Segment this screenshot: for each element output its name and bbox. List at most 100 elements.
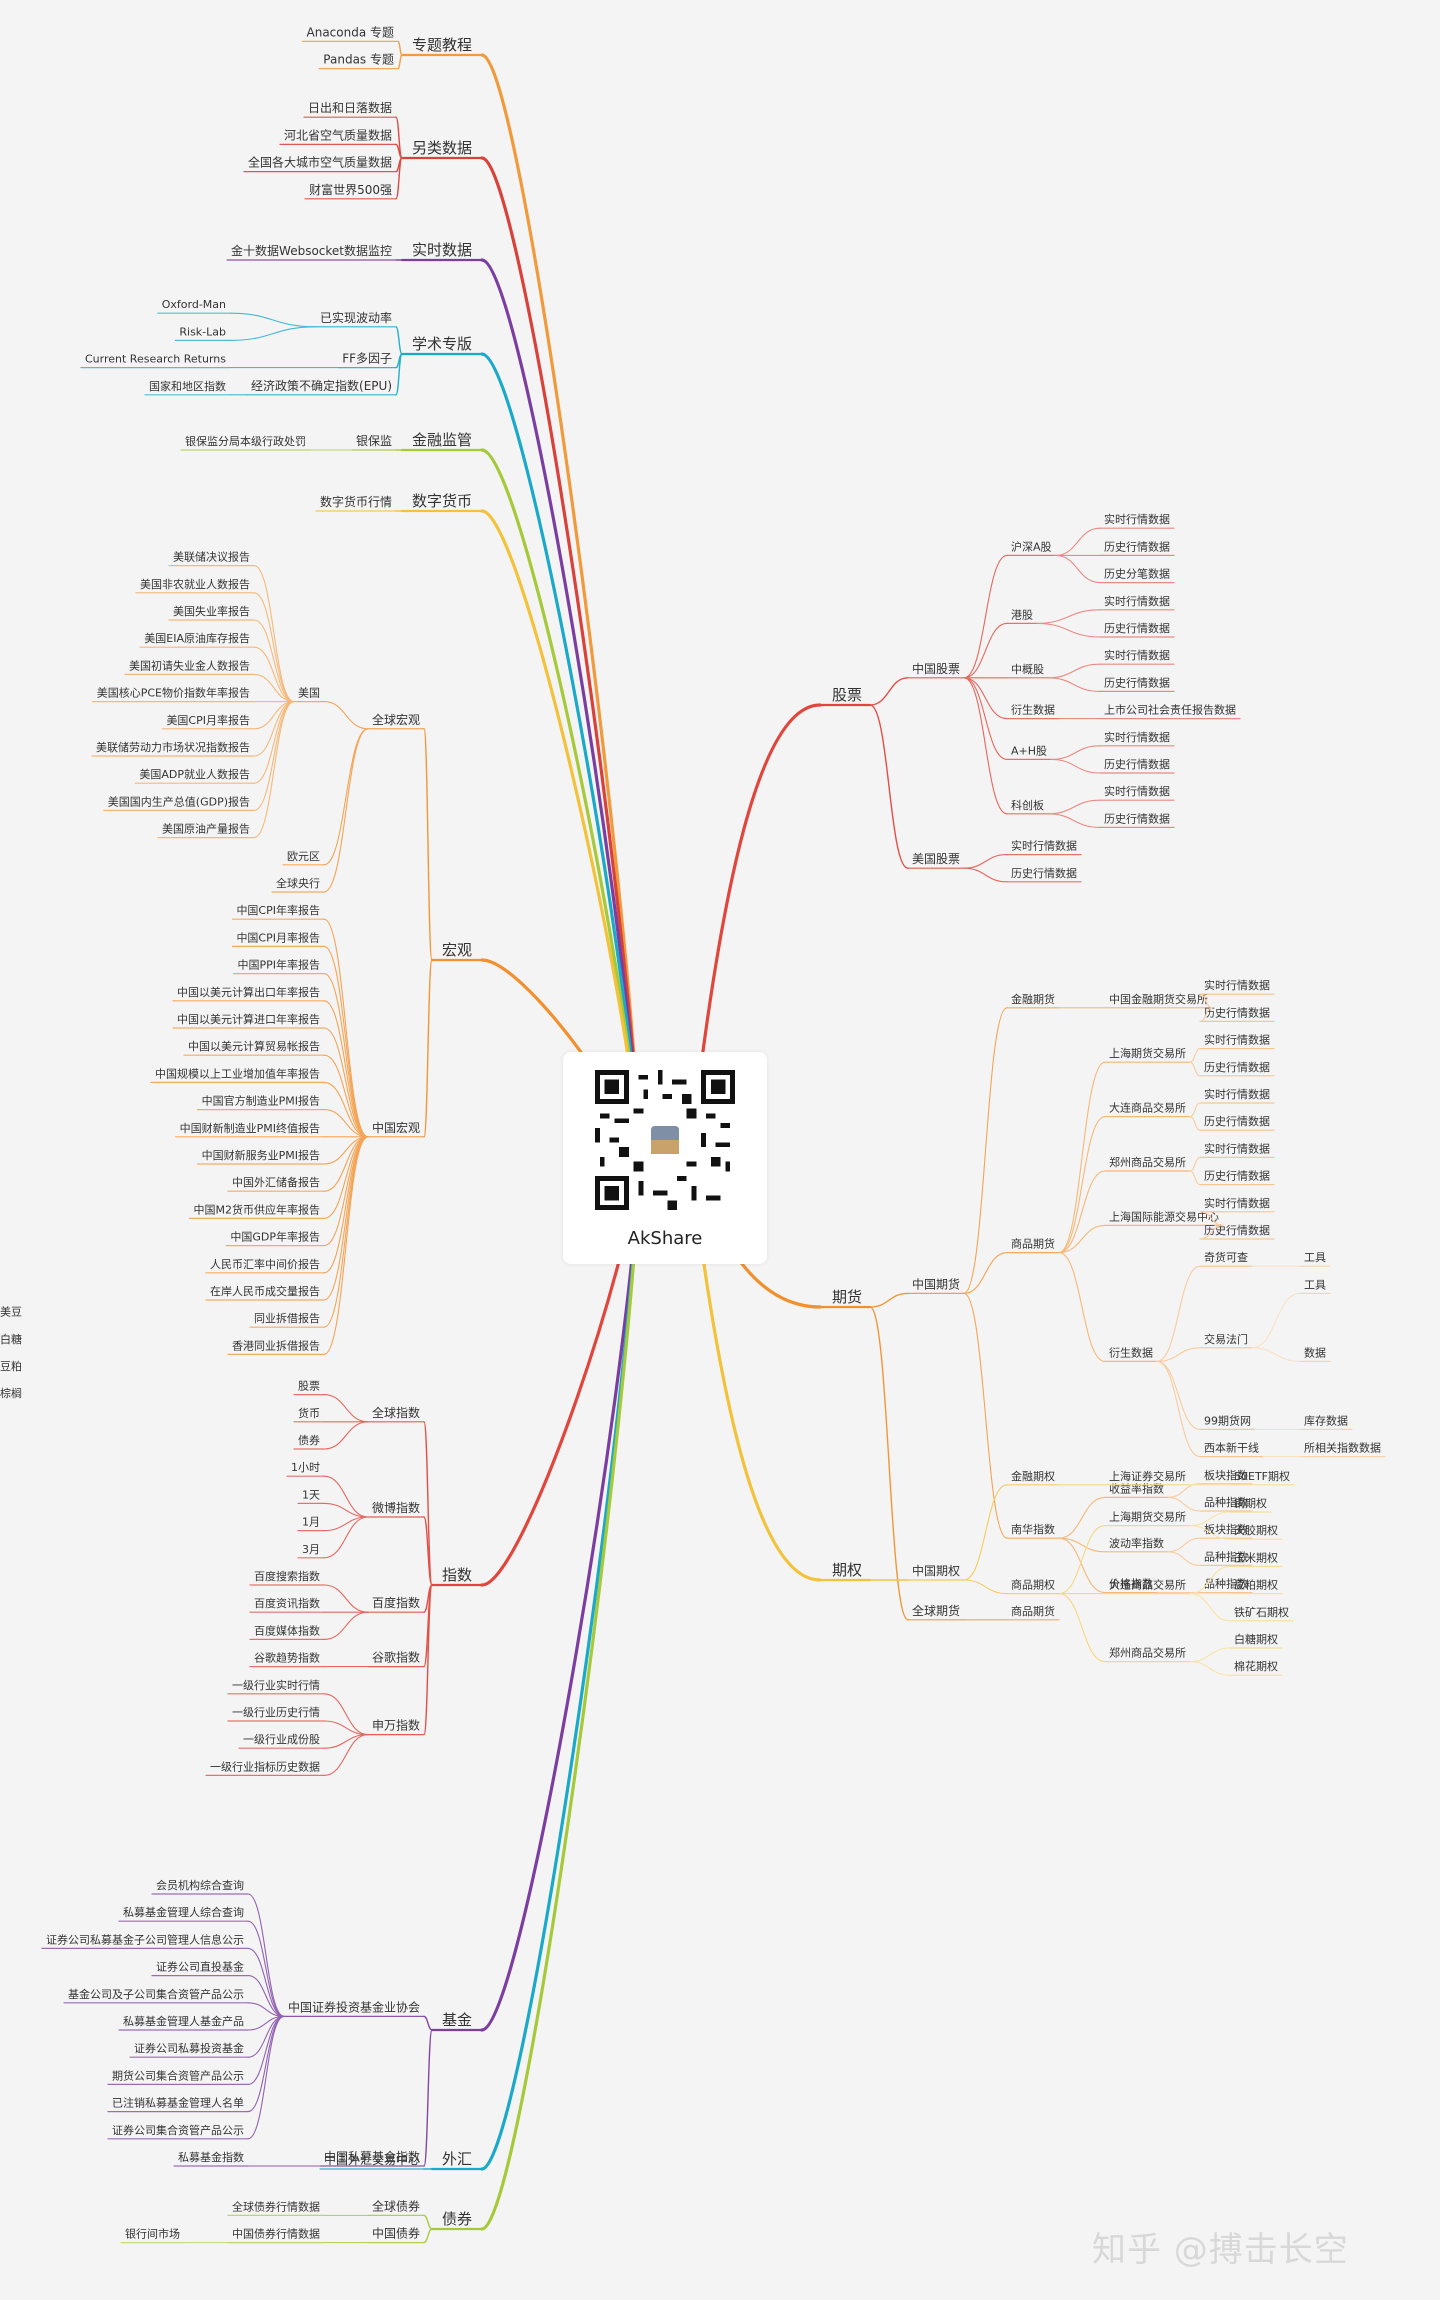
node-Oxford-Man[interactable]: Oxford-Man [162, 298, 226, 311]
node-日出和日落数据[interactable]: 日出和日落数据 [308, 100, 392, 115]
node-全球央行[interactable]: 全球央行 [276, 876, 320, 890]
node-美国[interactable]: 美国 [298, 687, 320, 700]
node-实时行情数据[interactable]: 实时行情数据 [1104, 730, 1170, 744]
node-商品期权[interactable]: 商品期权 [1011, 1578, 1055, 1592]
node-中国PPI年率报告[interactable]: 中国PPI年率报告 [237, 958, 320, 972]
node-美国CPI月率报告[interactable]: 美国CPI月率报告 [166, 713, 250, 727]
node-99期货网[interactable]: 99期货网 [1204, 1413, 1251, 1427]
node-大连商品交易所[interactable]: 大连商品交易所 [1109, 1101, 1186, 1115]
branch-专题教程[interactable]: 专题教程 [412, 36, 472, 54]
node-已注销私募基金管理人名单[interactable]: 已注销私募基金管理人名单 [112, 2096, 244, 2110]
node-中国以美元计算贸易帐报告[interactable]: 中国以美元计算贸易帐报告 [188, 1039, 320, 1053]
node-证券公司直投基金[interactable]: 证券公司直投基金 [156, 1960, 244, 1974]
node-美国失业率报告[interactable]: 美国失业率报告 [173, 604, 250, 618]
node-豆粕期权[interactable]: 豆粕期权 [1234, 1578, 1278, 1592]
node-科创板[interactable]: 科创板 [1011, 798, 1044, 812]
node-基金公司及子公司集合资管产品公示[interactable]: 基金公司及子公司集合资管产品公示 [68, 1987, 244, 2001]
node-中国期权[interactable]: 中国期权 [912, 1563, 960, 1578]
node-3月[interactable]: 3月 [302, 1543, 320, 1556]
node-美豆[interactable]: 美豆 [0, 1306, 22, 1319]
node-实时行情数据[interactable]: 实时行情数据 [1011, 839, 1077, 853]
node-在岸人民币成交量报告[interactable]: 在岸人民币成交量报告 [210, 1284, 320, 1298]
node-1小时[interactable]: 1小时 [291, 1461, 320, 1474]
node-谷歌趋势指数[interactable]: 谷歌趋势指数 [254, 1651, 320, 1665]
node-会员机构综合查询[interactable]: 会员机构综合查询 [156, 1878, 244, 1892]
node-上市公司社会责任报告数据[interactable]: 上市公司社会责任报告数据 [1104, 703, 1236, 717]
node-美国非农就业人数报告[interactable]: 美国非农就业人数报告 [140, 577, 250, 591]
node-交易法门[interactable]: 交易法门 [1204, 1332, 1248, 1346]
node-美联储劳动力市场状况指数报告[interactable]: 美联储劳动力市场状况指数报告 [96, 740, 250, 754]
node-历史行情数据[interactable]: 历史行情数据 [1104, 757, 1170, 771]
node-百度媒体指数[interactable]: 百度媒体指数 [254, 1623, 320, 1637]
node-白糖[interactable]: 白糖 [0, 1332, 22, 1346]
node-工具[interactable]: 工具 [1304, 1278, 1326, 1291]
node-中国M2货币供应年率报告[interactable]: 中国M2货币供应年率报告 [194, 1202, 321, 1216]
node-全球债券[interactable]: 全球债券 [372, 2198, 420, 2213]
node-白糖期权[interactable]: 白糖期权 [1234, 1632, 1278, 1646]
node-中国以美元计算进口年率报告[interactable]: 中国以美元计算进口年率报告 [177, 1012, 320, 1026]
node-一级行业成份股[interactable]: 一级行业成份股 [243, 1733, 320, 1746]
node-银行间市场[interactable]: 银行间市场 [125, 2227, 180, 2241]
branch-实时数据[interactable]: 实时数据 [412, 241, 472, 259]
node-历史行情数据[interactable]: 历史行情数据 [1104, 539, 1170, 553]
node-私募基金管理人基金产品[interactable]: 私募基金管理人基金产品 [123, 2014, 244, 2028]
branch-期货[interactable]: 期货 [832, 1288, 862, 1306]
node-实时行情数据[interactable]: 实时行情数据 [1204, 1196, 1270, 1210]
node-Pandas 专题[interactable]: Pandas 专题 [323, 52, 394, 67]
node-香港同业拆借报告[interactable]: 香港同业拆借报告 [232, 1338, 320, 1352]
node-一级行业指标历史数据[interactable]: 一级行业指标历史数据 [210, 1759, 320, 1773]
node-期货公司集合资管产品公示[interactable]: 期货公司集合资管产品公示 [112, 2068, 244, 2082]
node-微博指数[interactable]: 微博指数 [372, 1500, 420, 1515]
node-财富世界500强[interactable]: 财富世界500强 [309, 182, 392, 197]
node-历史行情数据[interactable]: 历史行情数据 [1204, 1060, 1270, 1074]
node-港股[interactable]: 港股 [1011, 608, 1033, 621]
node-全球宏观[interactable]: 全球宏观 [372, 712, 420, 727]
node-全球债券行情数据[interactable]: 全球债券行情数据 [232, 2199, 320, 2213]
node-美国核心PCE物价指数年率报告[interactable]: 美国核心PCE物价指数年率报告 [97, 686, 250, 700]
node-上海期货交易所[interactable]: 上海期货交易所 [1109, 1510, 1186, 1524]
node-全球期货[interactable]: 全球期货 [912, 1603, 960, 1618]
node-美国国内生产总值(GDP)报告[interactable]: 美国国内生产总值(GDP)报告 [108, 794, 250, 808]
node-同业拆借报告[interactable]: 同业拆借报告 [254, 1311, 320, 1325]
node-郑州商品交易所[interactable]: 郑州商品交易所 [1109, 1646, 1186, 1660]
node-实时行情数据[interactable]: 实时行情数据 [1204, 1141, 1270, 1155]
node-品种指数[interactable]: 品种指数 [1204, 1549, 1248, 1563]
node-中国GDP年率报告[interactable]: 中国GDP年率报告 [230, 1230, 320, 1244]
node-实时行情数据[interactable]: 实时行情数据 [1104, 512, 1170, 526]
node-美国股票[interactable]: 美国股票 [912, 852, 960, 866]
node-百度资讯指数[interactable]: 百度资讯指数 [254, 1596, 320, 1610]
node-美国原油产量报告[interactable]: 美国原油产量报告 [162, 822, 250, 836]
node-美联储决议报告[interactable]: 美联储决议报告 [173, 550, 250, 564]
node-历史行情数据[interactable]: 历史行情数据 [1204, 1005, 1270, 1019]
node-A+H股[interactable]: A+H股 [1011, 744, 1047, 757]
node-经济政策不确定指数(EPU)[interactable]: 经济政策不确定指数(EPU) [251, 378, 392, 393]
node-私募基金管理人综合查询[interactable]: 私募基金管理人综合查询 [123, 1905, 244, 1919]
node-价格指数[interactable]: 价格指数 [1109, 1577, 1153, 1591]
node-人民币汇率中间价报告[interactable]: 人民币汇率中间价报告 [210, 1257, 320, 1271]
node-美国ADP就业人数报告[interactable]: 美国ADP就业人数报告 [139, 767, 250, 781]
node-南华指数[interactable]: 南华指数 [1011, 1522, 1055, 1536]
node-中国外汇交易中心[interactable]: 中国外汇交易中心 [324, 2152, 420, 2167]
node-中国规模以上工业增加值年率报告[interactable]: 中国规模以上工业增加值年率报告 [155, 1066, 320, 1080]
node-西本新干线[interactable]: 西本新干线 [1204, 1441, 1259, 1455]
node-中国CPI年率报告[interactable]: 中国CPI年率报告 [236, 903, 320, 917]
branch-外汇[interactable]: 外汇 [442, 2150, 472, 2168]
node-中国财新服务业PMI报告[interactable]: 中国财新服务业PMI报告 [202, 1148, 320, 1162]
node-品种指数[interactable]: 品种指数 [1204, 1577, 1248, 1591]
node-工具[interactable]: 工具 [1304, 1251, 1326, 1264]
node-金融期权[interactable]: 金融期权 [1011, 1469, 1055, 1483]
node-1天[interactable]: 1天 [302, 1488, 320, 1501]
node-金融期货[interactable]: 金融期货 [1011, 992, 1055, 1006]
node-货币[interactable]: 货币 [298, 1406, 320, 1420]
branch-债券[interactable]: 债券 [442, 2210, 472, 2228]
node-中国CPI月率报告[interactable]: 中国CPI月率报告 [236, 930, 320, 944]
node-中国宏观[interactable]: 中国宏观 [372, 1120, 420, 1135]
branch-宏观[interactable]: 宏观 [442, 941, 472, 959]
branch-基金[interactable]: 基金 [442, 2011, 472, 2029]
node-铁矿石期权[interactable]: 铁矿石期权 [1234, 1606, 1289, 1619]
node-历史行情数据[interactable]: 历史行情数据 [1204, 1169, 1270, 1183]
node-历史分笔数据[interactable]: 历史分笔数据 [1104, 567, 1170, 581]
node-天胶期权[interactable]: 天胶期权 [1234, 1523, 1278, 1537]
node-Current Research Returns[interactable]: Current Research Returns [85, 353, 226, 366]
node-百度搜索指数[interactable]: 百度搜索指数 [254, 1569, 320, 1583]
